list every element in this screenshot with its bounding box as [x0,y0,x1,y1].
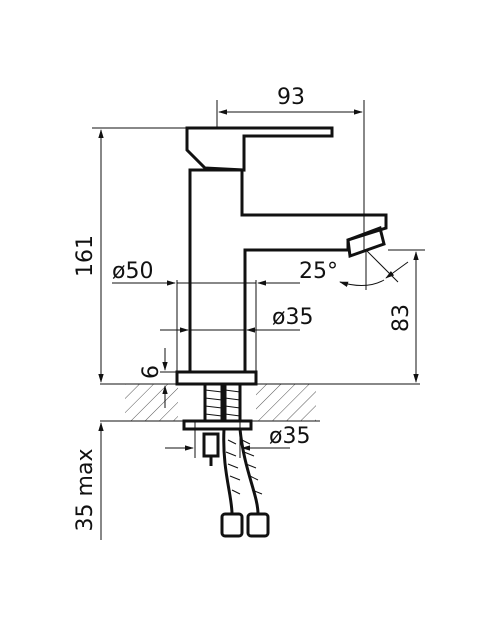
dimension-body-diameter: ø35 [160,305,313,333]
total-height-label: 161 [73,235,98,277]
spout-angle-label: 25° [299,259,338,284]
spout-reach-label: 93 [277,85,305,110]
max-counter-thickness-label: 35 max [73,449,98,532]
dimension-max-counter-thickness: 35 max [73,422,104,540]
faucet-body [175,126,388,538]
base-diameter-label: ø50 [112,259,153,284]
dimension-base-diameter: ø50 [112,259,300,372]
dimension-hole-diameter: ø35 [165,421,310,458]
countertop-section [100,383,420,422]
dimension-spout-angle: 25° [299,249,409,290]
body-diameter-label: ø35 [272,305,313,330]
dimension-total-height: 161 [73,127,187,383]
spout-height-label: 83 [389,304,414,332]
dimension-spout-height: 83 [388,249,425,383]
dimension-base-thickness: 6 [139,348,177,408]
dimension-spout-reach: 93 [216,85,365,250]
base-thickness-label: 6 [139,365,164,379]
hole-diameter-label: ø35 [269,424,310,449]
